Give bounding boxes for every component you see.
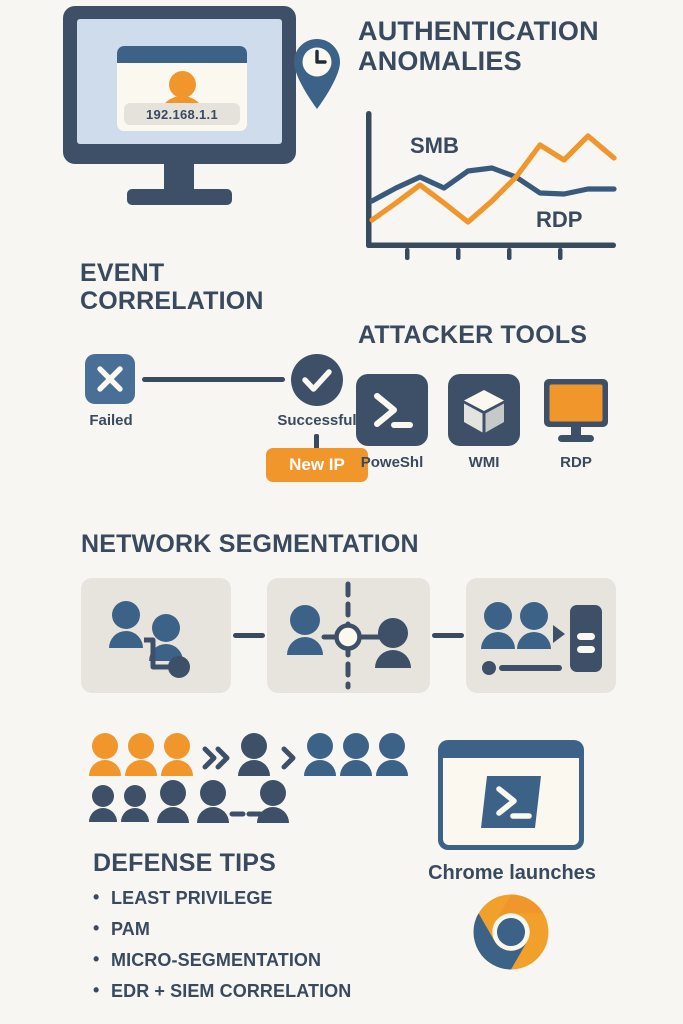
defense-tip-item: PAM bbox=[93, 918, 513, 940]
correlation-connector bbox=[142, 377, 285, 382]
user-group-escalation-icon bbox=[89, 733, 408, 776]
tool-rdp: RDP bbox=[540, 374, 612, 471]
tool-tile bbox=[540, 374, 612, 446]
ip-address-chip: 192.168.1.1 bbox=[124, 103, 240, 125]
blue-user-group bbox=[304, 733, 408, 776]
server-access-card bbox=[466, 578, 616, 693]
defense-tip-item: EDR + SIEM CORRELATION bbox=[93, 980, 513, 1002]
browser-page-area bbox=[443, 758, 579, 845]
chrome-logo-icon bbox=[473, 894, 549, 970]
event-correlation-graphic: Failed Successful New IP bbox=[80, 350, 380, 490]
monitor-bezel: 192.168.1.1 bbox=[63, 6, 296, 164]
segment-connector bbox=[432, 633, 464, 638]
tool-tile bbox=[356, 374, 428, 446]
window-titlebar bbox=[117, 46, 247, 63]
login-window: 192.168.1.1 bbox=[117, 46, 247, 131]
network-segmentation-diagram bbox=[81, 578, 616, 693]
failed-label: Failed bbox=[89, 412, 133, 429]
remote-monitor-icon bbox=[544, 379, 608, 442]
chart-label-smb: SMB bbox=[410, 133, 459, 158]
chart-label-rdp: RDP bbox=[536, 207, 582, 232]
tool-powershell: PoweShl bbox=[356, 374, 428, 471]
powershell-prompt-icon bbox=[374, 393, 413, 428]
chart-series-smb bbox=[369, 165, 617, 204]
tool-label: PoweShl bbox=[360, 454, 424, 471]
powershell-prompt-icon bbox=[481, 776, 541, 828]
defense-tip-item: LEAST PRIVILEGE bbox=[93, 887, 513, 909]
single-chevron-icon bbox=[281, 746, 296, 770]
two-users-branch-icon bbox=[109, 601, 190, 678]
double-chevron-icon bbox=[202, 746, 230, 770]
segmentation-boundary-card bbox=[267, 578, 430, 693]
chrome-launches-block: Chrome launches bbox=[415, 740, 615, 1010]
privilege-escalation-people-graphic bbox=[88, 730, 408, 825]
user-group-spread-icon bbox=[89, 780, 289, 823]
attacker-tools-list: PoweShl WMI RDP bbox=[356, 374, 626, 484]
segment-connector bbox=[233, 633, 265, 638]
location-pin-clock-icon bbox=[294, 39, 340, 109]
authentication-anomalies-heading: AUTHENTICATION ANOMALIES bbox=[358, 16, 599, 77]
x-mark-icon bbox=[97, 366, 123, 392]
orange-user-group bbox=[89, 733, 193, 776]
attacker-tools-heading: ATTACKER TOOLS bbox=[358, 321, 588, 349]
event-correlation-heading: EVENT CORRELATION bbox=[80, 259, 264, 315]
chart-series-rdp bbox=[369, 133, 617, 225]
monitor-base bbox=[127, 189, 232, 205]
monitor-screen: 192.168.1.1 bbox=[77, 19, 282, 144]
tool-tile bbox=[448, 374, 520, 446]
defense-tips-list: LEAST PRIVILEGE PAM MICRO-SEGMENTATION E… bbox=[93, 887, 513, 1012]
defense-tips-heading: DEFENSE TIPS bbox=[93, 849, 276, 877]
users-to-server-icon bbox=[481, 602, 602, 675]
tool-label: WMI bbox=[468, 454, 500, 471]
new-ip-badge: New IP bbox=[266, 448, 368, 482]
user-avatar-icon bbox=[168, 71, 196, 98]
check-mark-icon bbox=[302, 369, 332, 392]
cube-icon bbox=[464, 390, 504, 433]
single-dark-user bbox=[238, 733, 270, 776]
authentication-monitor-illustration: 192.168.1.1 bbox=[60, 4, 355, 216]
successful-login-tile bbox=[291, 354, 343, 406]
protocol-usage-line-chart: SMB RDP bbox=[366, 111, 617, 260]
chrome-launches-caption: Chrome launches bbox=[428, 862, 596, 884]
lateral-movement-card bbox=[81, 578, 231, 693]
network-segmentation-heading: NETWORK SEGMENTATION bbox=[81, 530, 419, 558]
defense-tip-item: MICRO-SEGMENTATION bbox=[93, 949, 513, 971]
failed-login-tile bbox=[85, 354, 135, 404]
tool-label: RDP bbox=[560, 454, 592, 471]
monitor-neck bbox=[164, 164, 194, 189]
powershell-window-icon bbox=[438, 740, 584, 850]
users-split-by-dashed-line-icon bbox=[287, 581, 411, 690]
chart-axes bbox=[366, 111, 616, 260]
successful-label: Successful bbox=[277, 412, 357, 429]
tool-wmi: WMI bbox=[448, 374, 520, 471]
badge-connector bbox=[314, 434, 319, 450]
